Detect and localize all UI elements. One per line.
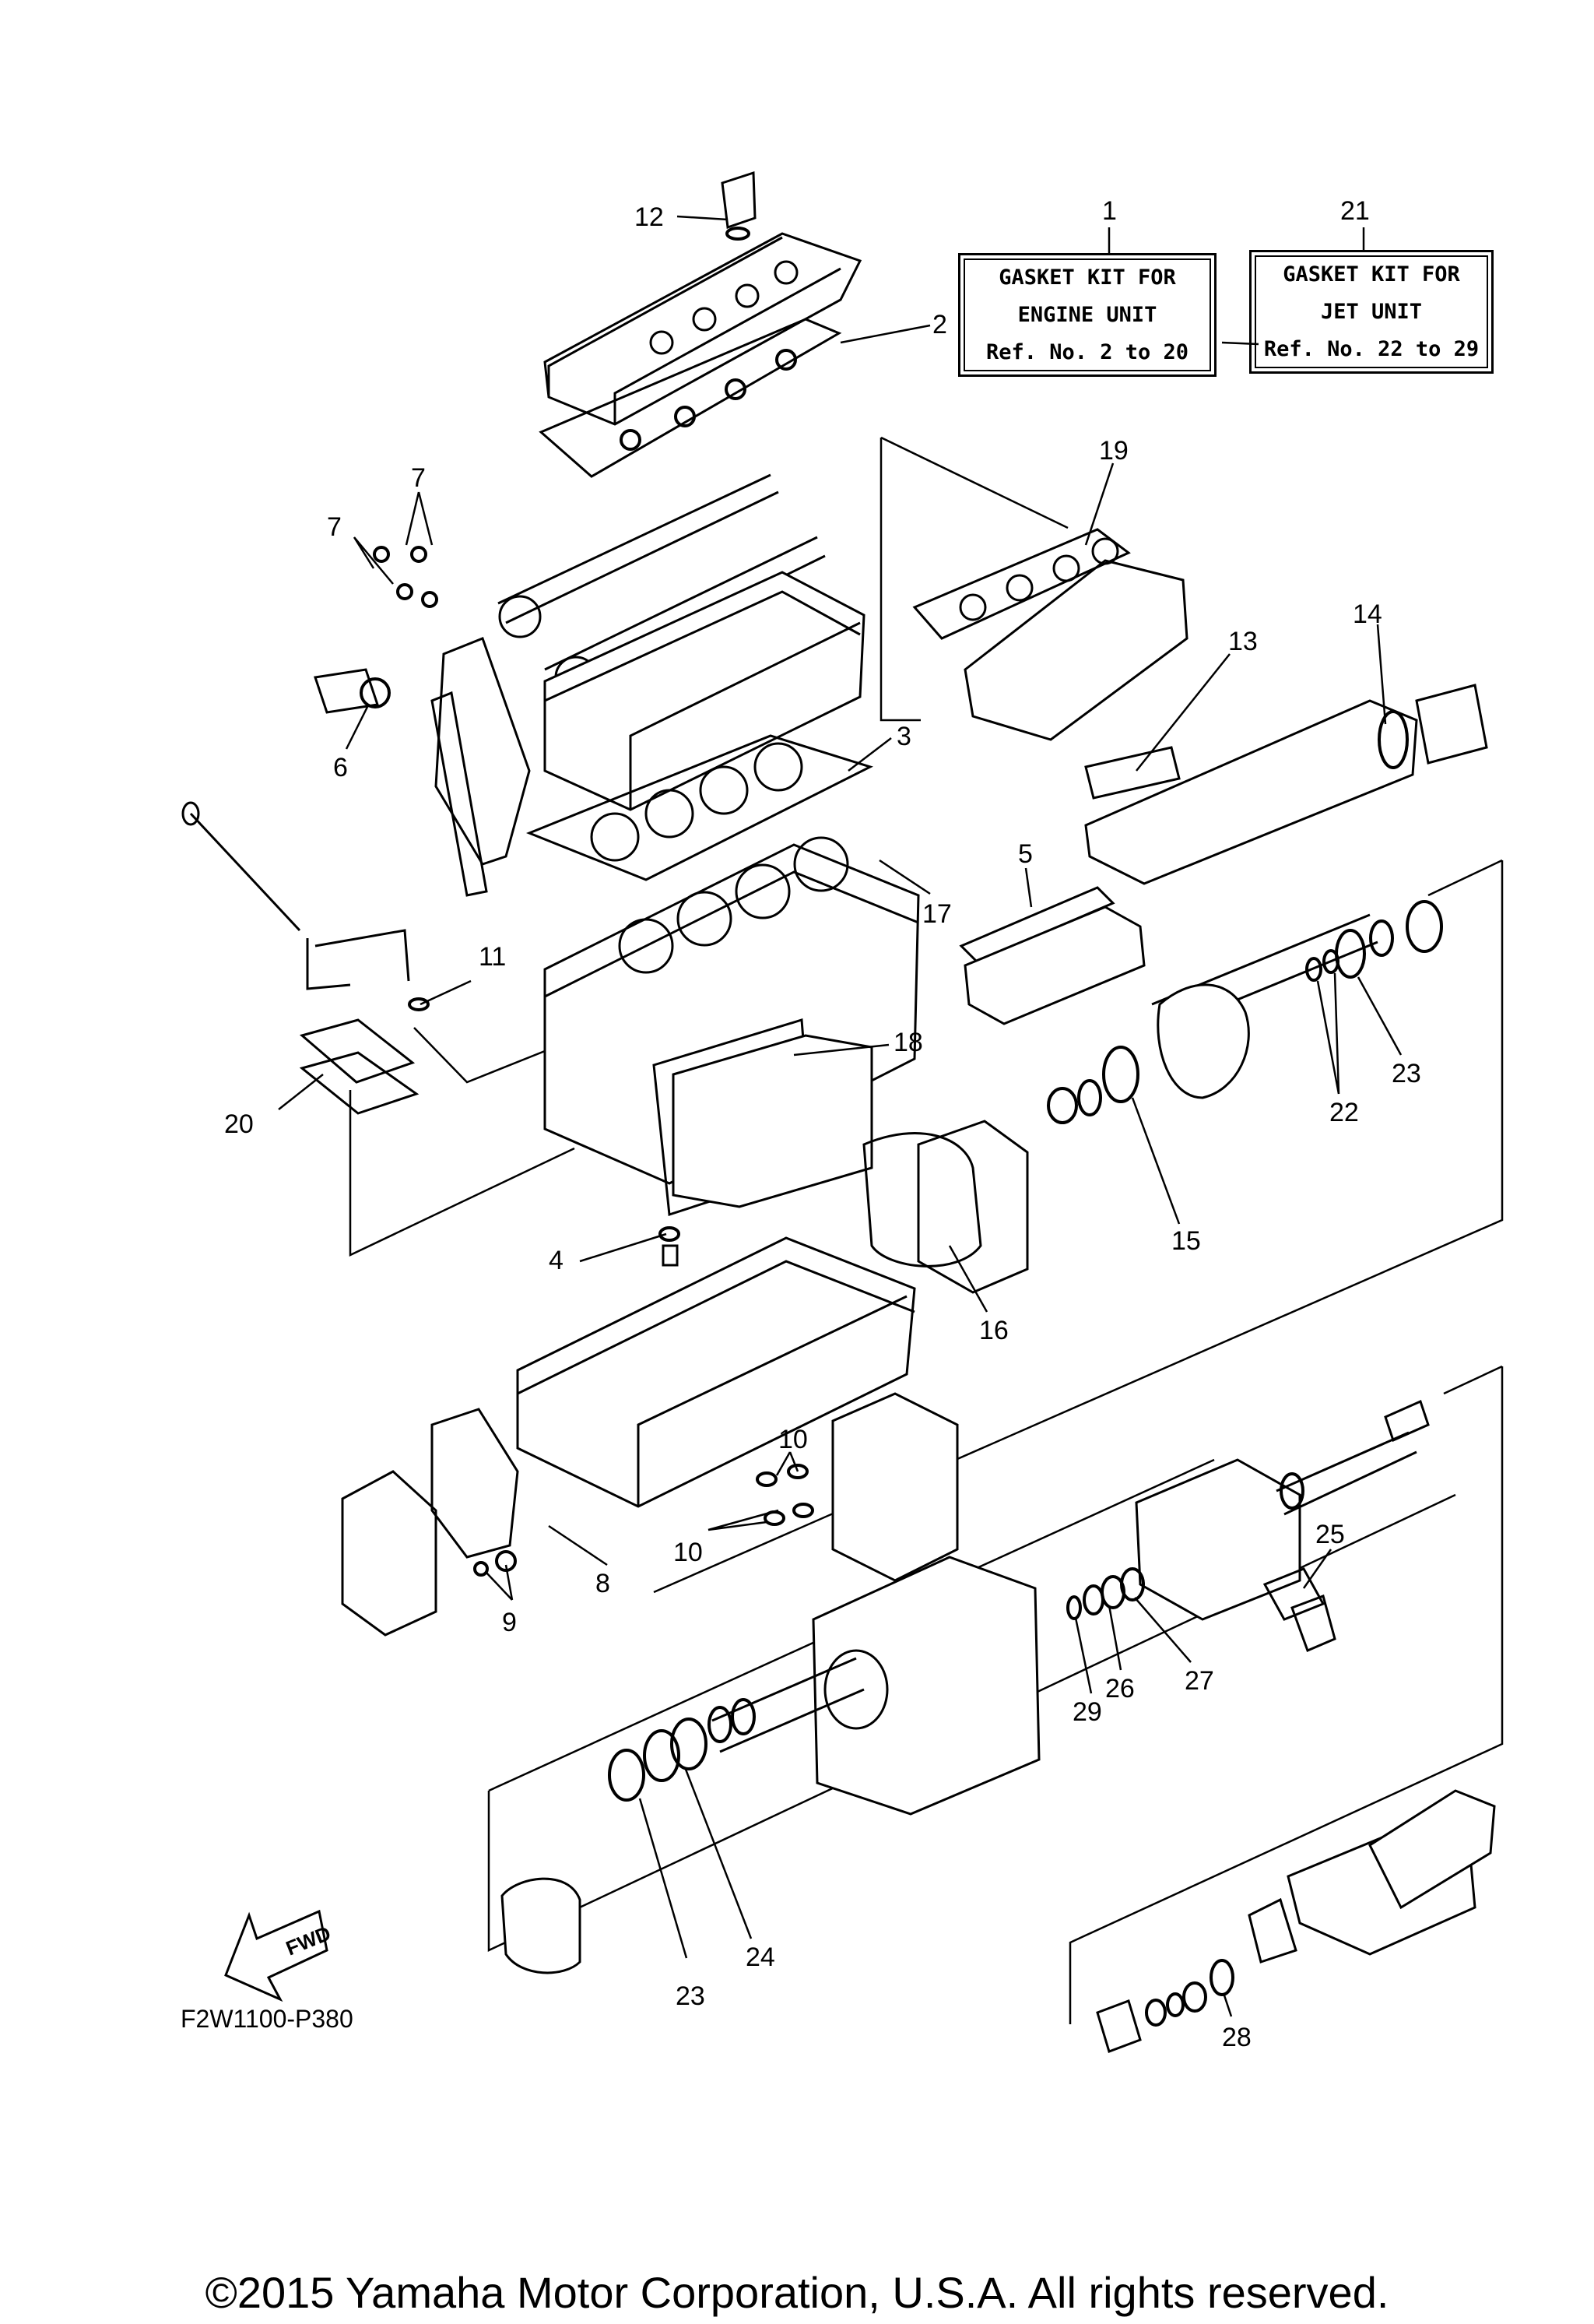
kit-engine-line-1: GASKET KIT FOR	[999, 265, 1176, 290]
callout-29: 29	[1073, 1697, 1102, 1727]
small-oring-4	[658, 1226, 680, 1267]
callout-4: 4	[549, 1246, 564, 1275]
nozzle-assembly	[1096, 1789, 1496, 2053]
fwd-arrow-icon: FWD	[224, 1909, 334, 2002]
callout-10a: 10	[778, 1425, 808, 1454]
callout-18: 18	[894, 1028, 923, 1057]
coupling-and-shaft	[1047, 900, 1443, 1124]
callout-8: 8	[595, 1569, 610, 1598]
callout-23b: 23	[676, 1981, 705, 2011]
callout-14: 14	[1353, 599, 1382, 629]
callout-21: 21	[1340, 196, 1370, 226]
copyright-notice: ©2015 Yamaha Motor Corporation, U.S.A. A…	[205, 2268, 1389, 2317]
callout-25: 25	[1315, 1520, 1345, 1549]
callout-24: 24	[746, 1943, 775, 1972]
breather-plate	[299, 1018, 420, 1115]
callout-11: 11	[479, 942, 506, 972]
head-cover-gasket	[539, 318, 842, 478]
callout-15: 15	[1171, 1226, 1201, 1256]
callout-17: 17	[922, 899, 952, 929]
cylinder-head-cover	[543, 171, 862, 426]
kit-ref-numbers: 1 21	[1102, 196, 1370, 253]
callout-10b: 10	[673, 1538, 703, 1567]
jet-seals	[500, 1567, 1145, 1974]
callout-12: 12	[634, 202, 664, 232]
kit-jet-line-3: Ref. No. 22 to 29	[1263, 336, 1480, 361]
chain-tensioner	[314, 546, 438, 714]
callout-leaders	[278, 215, 1403, 2017]
kit-jet-line-2: JET UNIT	[1320, 299, 1423, 324]
callout-19: 19	[1099, 436, 1129, 466]
callout-16: 16	[979, 1316, 1009, 1345]
callout-9: 9	[502, 1608, 517, 1637]
exhaust-pipe	[1084, 684, 1488, 885]
jet-pump-housing	[711, 1556, 1041, 1816]
gasket-kit-jet-box: GASKET KIT FOR JET UNIT Ref. No. 22 to 2…	[1249, 250, 1494, 374]
callout-26: 26	[1105, 1674, 1135, 1703]
gasket-kit-engine-box: GASKET KIT FOR ENGINE UNIT Ref. No. 2 to…	[958, 253, 1217, 377]
callout-7b: 7	[327, 512, 342, 542]
callout-3: 3	[897, 722, 911, 751]
callout-6: 6	[333, 753, 348, 782]
dipstick-and-hose	[181, 801, 430, 1011]
callout-27: 27	[1185, 1666, 1214, 1696]
callout-2: 2	[932, 310, 947, 339]
callout-20: 20	[224, 1109, 254, 1139]
kit-jet-line-1: GASKET KIT FOR	[1283, 262, 1460, 287]
exhaust-manifold	[912, 528, 1188, 741]
water-jacket-cover	[652, 1018, 873, 1216]
side-cover	[959, 886, 1146, 1025]
diagram-code: F2W1100-P380	[181, 2005, 353, 2033]
cylinder-head	[543, 571, 865, 811]
callout-22: 22	[1329, 1098, 1359, 1127]
callout-1: 1	[1102, 196, 1117, 226]
callout-23a: 23	[1392, 1059, 1421, 1088]
kit-engine-line-2: ENGINE UNIT	[1017, 302, 1157, 327]
callout-7a: 7	[411, 463, 426, 493]
callout-numbers: 12 2 7 7 19 13 14 6 3 17 5 11 18 20 23 2…	[224, 202, 1421, 2052]
crankcase	[516, 1236, 916, 1508]
head-gasket	[525, 734, 873, 881]
timing-chain	[430, 637, 531, 897]
callout-28: 28	[1222, 2023, 1252, 2052]
generator-cover	[862, 1120, 1029, 1294]
oil-pump	[341, 1408, 519, 1637]
bearing-housing	[1135, 1399, 1430, 1653]
kit-engine-line-3: Ref. No. 2 to 20	[985, 339, 1189, 364]
callout-13: 13	[1228, 627, 1258, 656]
callout-5: 5	[1018, 839, 1033, 869]
